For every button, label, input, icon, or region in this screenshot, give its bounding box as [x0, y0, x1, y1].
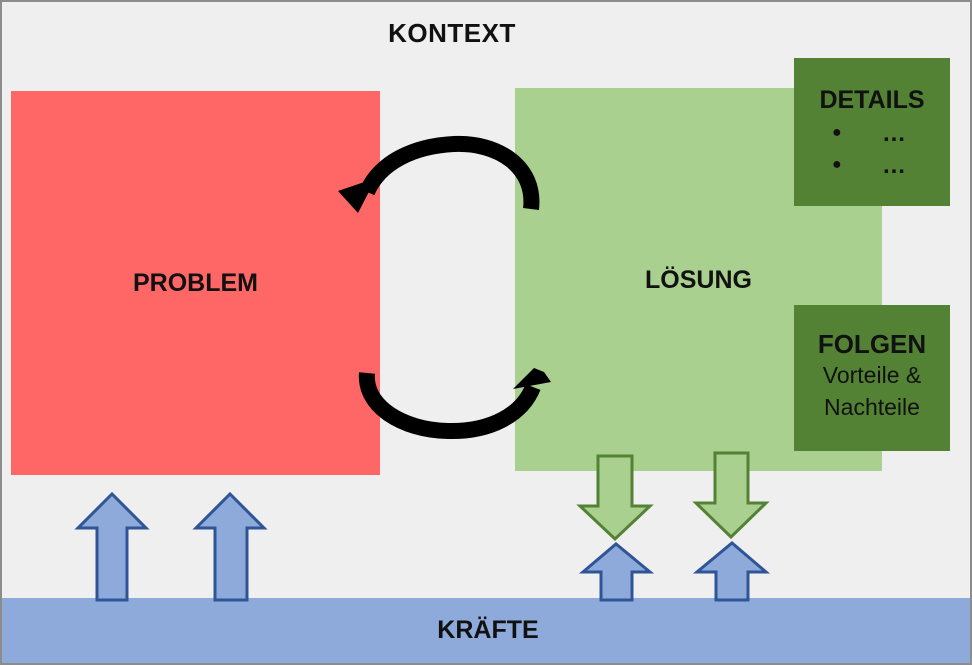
consequences-box: FOLGEN Vorteile & Nachteile: [794, 305, 950, 451]
details-box: DETAILS ● … ● …: [794, 58, 950, 206]
bullet-icon: ●: [832, 156, 842, 173]
forces-bar: KRÄFTE: [2, 598, 970, 663]
consequences-title: FOLGEN: [817, 329, 927, 359]
problem-box: PROBLEM: [11, 91, 380, 475]
curved-arrow-left-icon: [338, 135, 540, 213]
down-arrow-icon: [576, 454, 654, 542]
up-arrow-icon: [192, 491, 268, 602]
curved-arrow-right-icon: [358, 368, 551, 440]
consequences-line-2: Nachteile: [824, 394, 920, 420]
bullet-icon: ●: [832, 124, 842, 141]
solution-label: LÖSUNG: [645, 266, 752, 294]
forces-label: KRÄFTE: [437, 616, 539, 644]
details-title: DETAILS: [819, 86, 925, 114]
context-title: KONTEXT: [388, 18, 516, 48]
up-arrow-icon: [74, 491, 150, 602]
up-arrow-icon: [578, 542, 655, 602]
details-item-text: …: [882, 152, 906, 179]
up-arrow-icon: [692, 541, 771, 602]
down-arrow-icon: [692, 451, 770, 540]
problem-label: PROBLEM: [133, 268, 258, 297]
details-item-text: …: [882, 120, 906, 147]
consequences-line-1: Vorteile &: [822, 362, 922, 388]
